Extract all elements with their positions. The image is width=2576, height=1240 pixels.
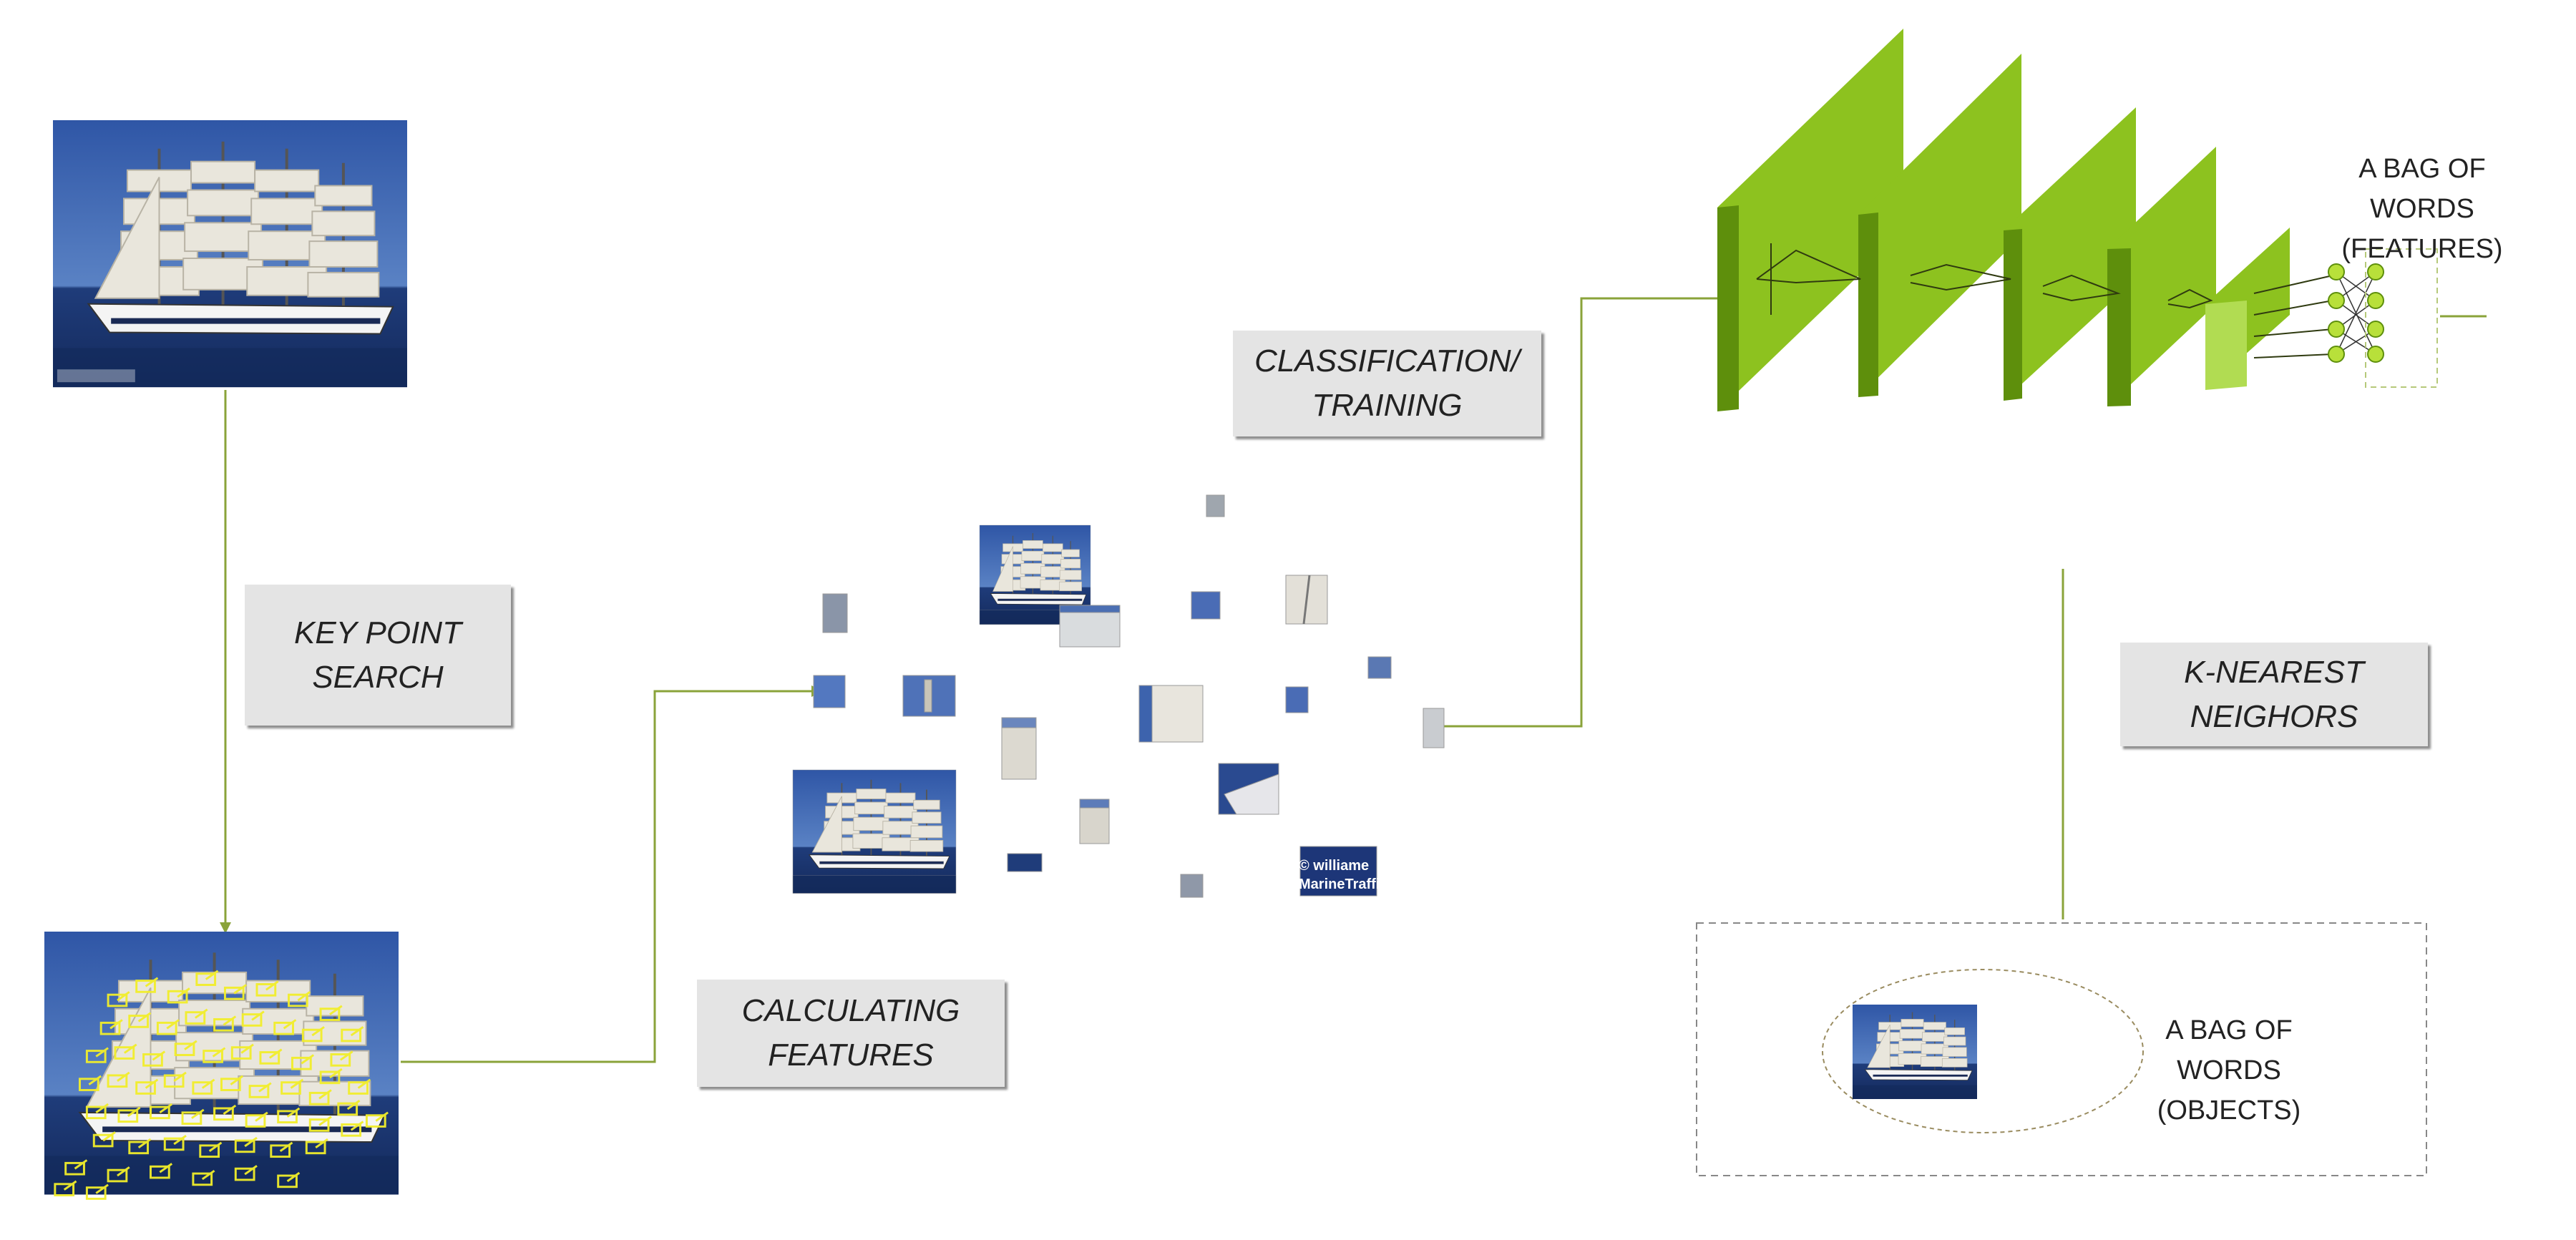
watermark-patch-line1: © williame — [1299, 858, 1369, 874]
key-point-line2: SEARCH — [312, 659, 444, 695]
classification-training-label: CLASSIFICATION/ TRAINING — [1233, 331, 1541, 436]
bag-of-words-features: A BAG OF WORDS (FEATURES) — [2308, 149, 2537, 269]
knn-line1: K-NEAREST — [2184, 654, 2364, 690]
connector-lines — [224, 297, 2487, 1063]
result-thumbnail — [1852, 1004, 1978, 1100]
calc-features-line2: FEATURES — [768, 1038, 934, 1073]
knn-line2: NEIGHORS — [2190, 698, 2358, 734]
calc-features-line1: CALCULATING — [741, 993, 960, 1028]
result-ellipse — [1822, 969, 2144, 1133]
key-point-search-label: KEY POINT SEARCH — [245, 585, 511, 726]
feature-patches — [792, 494, 1445, 898]
bag-features-line1: A BAG OF WORDS — [2358, 154, 2486, 224]
ship-photo — [52, 119, 409, 389]
classification-line1: CLASSIFICATION/ — [1254, 343, 1520, 379]
keypoint-photo — [43, 930, 400, 1200]
key-point-line1: KEY POINT — [294, 615, 462, 650]
bag-objects-line1: A BAG OF WORDS — [2165, 1015, 2293, 1085]
classification-line2: TRAINING — [1312, 388, 1463, 423]
k-nearest-neighbors-label: K-NEAREST NEIGHORS — [2120, 643, 2428, 746]
result-box — [1696, 922, 2427, 1176]
calculating-features-label: CALCULATING FEATURES — [697, 980, 1005, 1087]
arrow-down-icon — [220, 922, 231, 934]
bag-of-words-objects: A BAG OF WORDS (OBJECTS) — [2111, 1010, 2347, 1131]
cnn-diagram — [1717, 29, 2438, 411]
bag-features-line2: (FEATURES) — [2341, 234, 2503, 264]
watermark-patch-line2: MarineTraffi — [1299, 877, 1380, 892]
bag-objects-line2: (OBJECTS) — [2157, 1095, 2301, 1126]
